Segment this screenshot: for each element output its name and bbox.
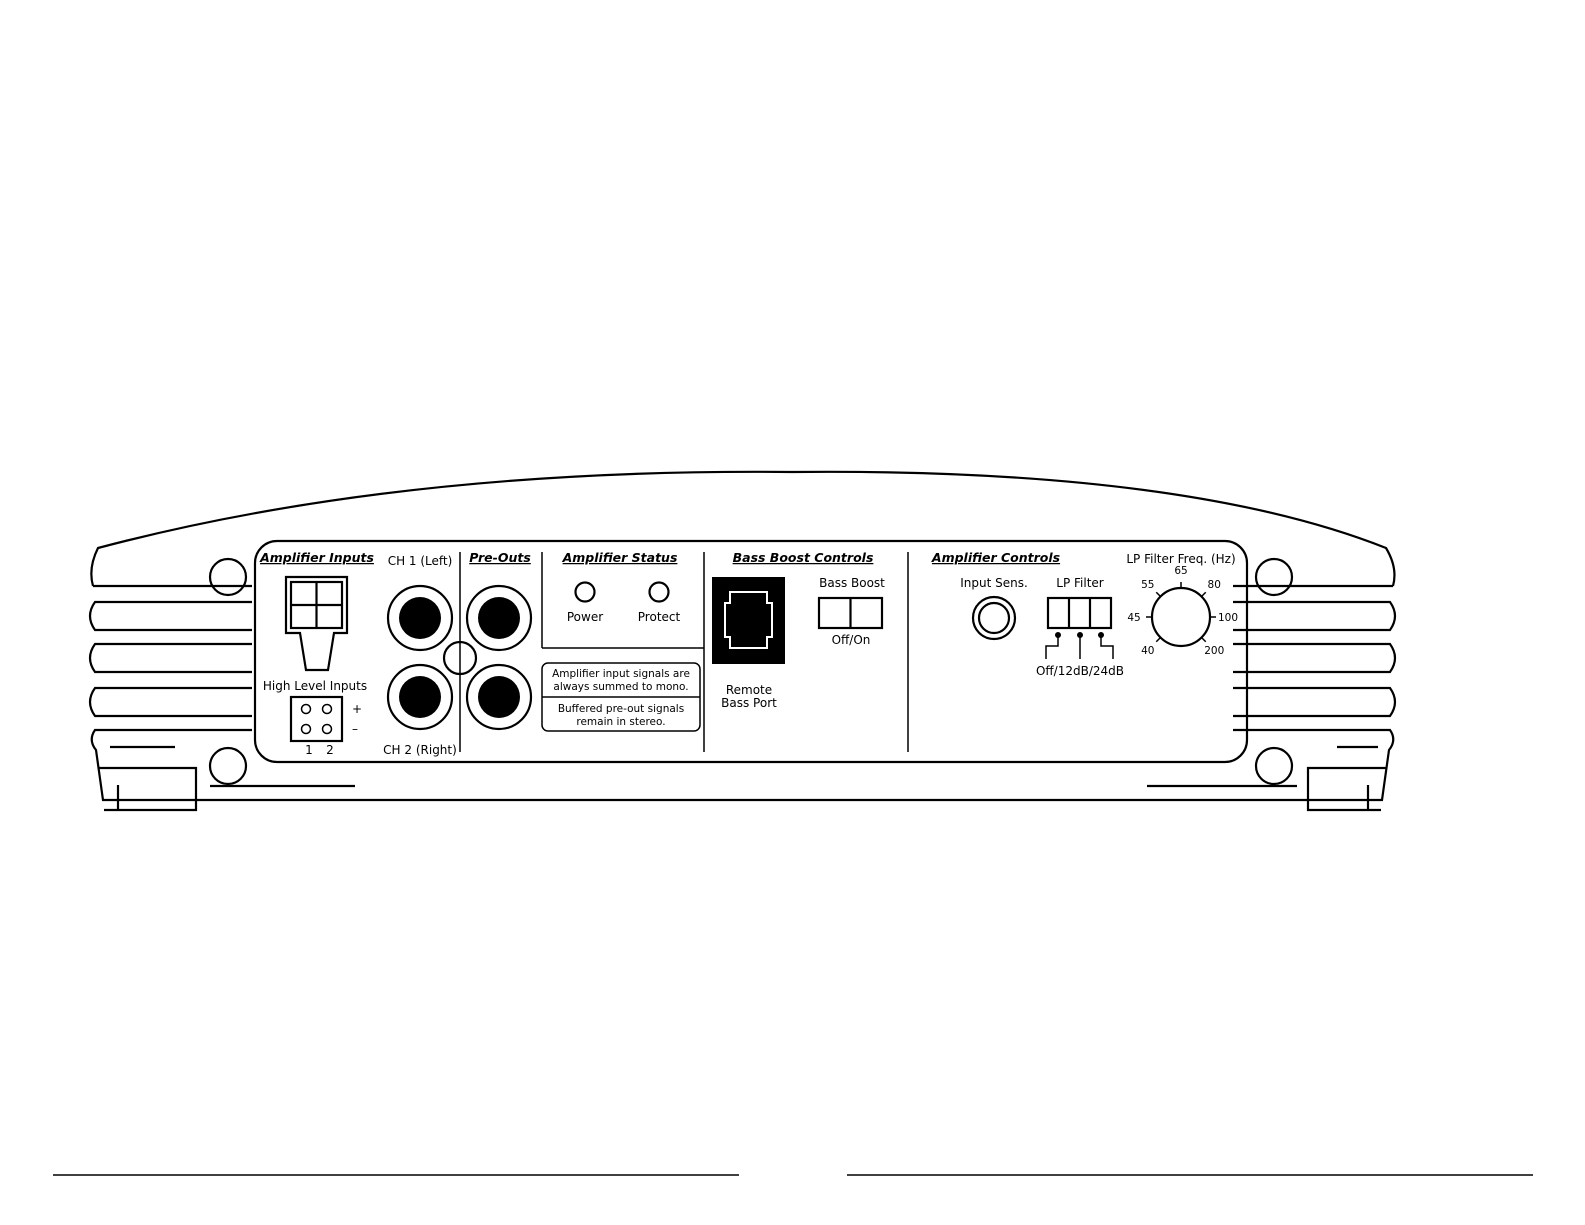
rca-input-ch1[interactable] <box>386 584 454 652</box>
bass-boost-label: Bass Boost <box>819 576 885 590</box>
chassis <box>88 470 1397 812</box>
terminal-plus-label: + <box>352 702 362 716</box>
terminal-2-label: 2 <box>326 743 334 757</box>
lp-filter-switch-label: Off/12dB/24dB <box>1036 664 1124 678</box>
high-level-inputs-label: High Level Inputs <box>263 679 367 693</box>
ch1-label: CH 1 (Left) <box>388 554 453 568</box>
note-line-1: Amplifier input signals are <box>552 668 690 680</box>
rca-preout-ch2[interactable] <box>465 663 533 731</box>
protect-led-icon <box>648 581 670 603</box>
high-level-terminal-block[interactable] <box>289 695 344 743</box>
lp-filter-position-markers <box>1045 632 1114 659</box>
dial-tick-mark <box>1200 636 1207 643</box>
screw-icon <box>1254 746 1294 786</box>
section-title-amplifier-controls: Amplifier Controls <box>931 550 1060 565</box>
dial-tick-label: 40 <box>1141 645 1154 657</box>
protect-label: Protect <box>638 610 681 624</box>
input-sens-label: Input Sens. <box>960 576 1028 590</box>
lp-filter-label: LP Filter <box>1056 576 1104 590</box>
note-line-3: Buffered pre-out signals <box>558 703 684 715</box>
note-line-4: remain in stereo. <box>576 716 665 728</box>
ground-post-icon <box>442 640 478 676</box>
dial-tick-mark <box>1155 591 1162 598</box>
section-title-amplifier-status: Amplifier Status <box>562 550 678 565</box>
lp-freq-label: LP Filter Freq. (Hz) <box>1126 552 1235 566</box>
rca-preout-ch1[interactable] <box>465 584 533 652</box>
power-led-icon <box>574 581 596 603</box>
remote-bass-port[interactable] <box>712 577 785 664</box>
bass-boost-switch-label: Off/On <box>832 633 871 647</box>
lp-freq-dial-scale: 40 45 55 65 80 100 200 <box>1127 565 1238 657</box>
power-label: Power <box>567 610 603 624</box>
dial-tick-label: 45 <box>1127 612 1140 624</box>
section-title-bass-boost-controls: Bass Boost Controls <box>733 550 874 565</box>
section-title-pre-outs: Pre-Outs <box>469 550 531 565</box>
dial-tick-label: 55 <box>1141 579 1154 591</box>
signal-notes-box: Amplifier input signals are always summe… <box>541 662 701 732</box>
dial-tick-label: 80 <box>1208 579 1221 591</box>
section-title-amplifier-inputs: Amplifier Inputs <box>259 550 374 565</box>
rca-input-ch2[interactable] <box>386 663 454 731</box>
screw-icon <box>208 746 248 786</box>
note-line-2: always summed to mono. <box>553 681 688 693</box>
screw-icon <box>208 557 248 597</box>
screw-icon <box>1254 557 1294 597</box>
dial-tick-label: 65 <box>1174 565 1187 577</box>
bass-boost-switch[interactable] <box>817 596 884 630</box>
remote-port-label-line1: Remote <box>726 683 772 697</box>
terminal-minus-label: – <box>352 722 358 736</box>
input-connector[interactable] <box>284 575 349 672</box>
dial-tick-mark <box>1155 636 1162 643</box>
lp-filter-switch[interactable] <box>1046 596 1113 630</box>
dial-tick-label: 200 <box>1204 645 1224 657</box>
control-panel <box>253 539 1249 764</box>
lp-freq-dial[interactable] <box>1150 586 1212 648</box>
terminal-1-label: 1 <box>305 743 313 757</box>
remote-port-label-line2: Bass Port <box>721 696 777 710</box>
ch2-label: CH 2 (Right) <box>383 743 457 757</box>
dial-tick-mark <box>1200 591 1207 598</box>
input-sens-knob[interactable] <box>971 595 1017 641</box>
dial-tick-label: 100 <box>1218 612 1238 624</box>
